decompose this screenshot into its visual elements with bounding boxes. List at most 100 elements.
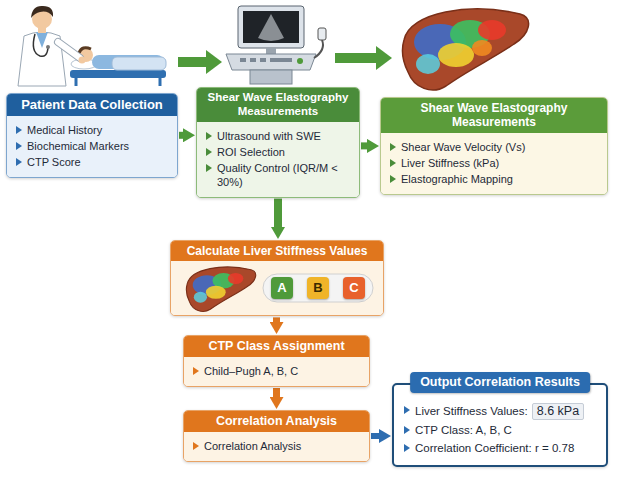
illustration-shape [250,70,292,84]
illustration-shape [79,48,91,53]
box-header: Correlation Analysis [184,411,369,432]
process-box: CTP Class AssignmentChild–Pugh A, B, C [183,335,370,387]
liver-elastography-map [402,9,528,90]
bullet-text: Child–Pugh A, B, C [204,364,298,378]
process-box: Calculate Liver Stiffness Values ABC [170,240,384,316]
bullet-text: ROI Selection [217,145,285,159]
illustration-shape [226,54,316,70]
illustration-shape [250,58,256,62]
box-heading: Shear Wave Elastography Measurements [208,91,349,117]
illustration-shape [438,43,474,67]
bullet-text: CTP Score [27,155,81,169]
illustration-shape [186,267,255,312]
box-header: Shear Wave Elastography Measurements [381,98,607,133]
box-header: Calculate Liver Stiffness Values [171,241,383,261]
bullet-item: Shear Wave Velocity (Vs) [388,140,600,154]
flow-arrow-art [335,46,392,70]
box-body: Ultrasound with SWE ROI SelectionQuality … [197,122,359,197]
ultrasound-machine [226,6,326,84]
illustration-shape [240,58,246,62]
bullet-item: CTP Score [14,155,170,169]
illustration-shape [314,40,323,58]
illustration-shape [270,58,292,62]
value-readout: 8.6 kPa [532,403,584,420]
class-badge: A [271,277,293,299]
box-heading: Calculate Liver Stiffness Values [187,244,368,258]
box-body: Shear Wave Velocity (Vs) Liver Stiffness … [381,133,607,194]
box-heading: Shear Wave Elastography Measurements [421,101,568,129]
illustration-shape [258,14,284,41]
box-header: Patient Data Collection [7,94,177,116]
flow-arrow [179,132,186,139]
box-header: Output Correlation Results [410,372,590,393]
illustration-shape [36,32,48,48]
illustration-shape [194,292,207,303]
box-heading: Correlation Analysis [216,414,337,428]
illustration-shape [266,48,276,54]
box-header: CTP Class Assignment [184,336,369,357]
illustration-shape [178,57,207,67]
output-panel: Output Correlation ResultsLiver Stiffnes… [392,383,608,467]
class-badge: B [307,277,329,299]
bullet-text: Shear Wave Velocity (Vs) [401,140,525,154]
illustration-shape [243,11,299,43]
bullet-text: Liver Stiffness (kPa) [401,156,499,170]
illustration-shape [260,58,266,62]
bullet-text: CTP Class: A, B, C [415,423,512,438]
class-badge: C [343,277,365,299]
bullet-text: Correlation Analysis [204,439,301,453]
box-header: Shear Wave Elastography Measurements [197,88,359,122]
illustration-shape [58,42,80,58]
illustration-shape [335,53,377,63]
box-heading: Output Correlation Results [420,375,580,389]
bullet-item: Liver Stiffness Values: 8.6 kPa [402,403,598,420]
illustration-shape [38,28,46,33]
box-body: Child–Pugh A, B, C [184,357,369,386]
illustration-shape [33,34,48,56]
bullet-item: Correlation Coefficient: r = 0.78 [402,441,598,456]
illustration-shape [228,273,243,284]
bullet-text: Quality Control (IQR/M < 30%) [217,161,352,189]
illustration-shape [318,28,326,40]
process-box: Shear Wave Elastography MeasurementsUltr… [196,87,360,198]
illustration-shape [402,9,528,90]
bullet-item: Medical History [14,123,170,137]
illustration-shape [414,20,506,74]
doctor-patient-illustration [18,6,166,86]
flow-arrow [361,142,370,149]
flow-arrow [273,388,280,400]
flow-arrow [273,317,280,325]
process-box: Shear Wave Elastography MeasurementsShea… [380,97,608,195]
flow-arrow [371,433,382,439]
bullet-text: Correlation Coefficient: r = 0.78 [415,441,574,456]
illustration-shape [75,78,78,86]
process-box: Patient Data CollectionMedical HistoryBi… [6,93,178,178]
illustration-shape [263,274,373,302]
bullet-text: Medical History [27,123,102,137]
bullet-item: Biochemical Markers [14,139,170,153]
bullet-item: Ultrasound with SWE [204,129,352,143]
illustration-shape [159,78,162,86]
illustration-shape [79,57,86,64]
illustration-shape [206,50,222,74]
illustration-shape [478,20,506,40]
illustration-shape [112,57,166,70]
illustration-shape [416,54,440,74]
illustration-shape [206,286,226,299]
box-body: Liver Stiffness Values: 8.6 kPaCTP Class:… [402,403,598,456]
bullet-text: Liver Stiffness Values: [415,404,528,419]
box-heading: CTP Class Assignment [208,339,344,353]
bullet-item: Correlation Analysis [191,439,362,453]
box-body: Correlation Analysis [184,432,369,461]
flow-arrow-art [178,50,222,74]
bullet-item: Child–Pugh A, B, C [191,364,362,378]
illustration-shape [58,42,80,58]
bullet-text: Elastographic Mapping [401,172,513,186]
illustration-shape [297,58,303,64]
flow-arrow [274,199,282,230]
illustration-shape [193,273,244,303]
bullet-item: Elastographic Mapping [388,172,600,186]
illustration-shape [31,6,53,18]
